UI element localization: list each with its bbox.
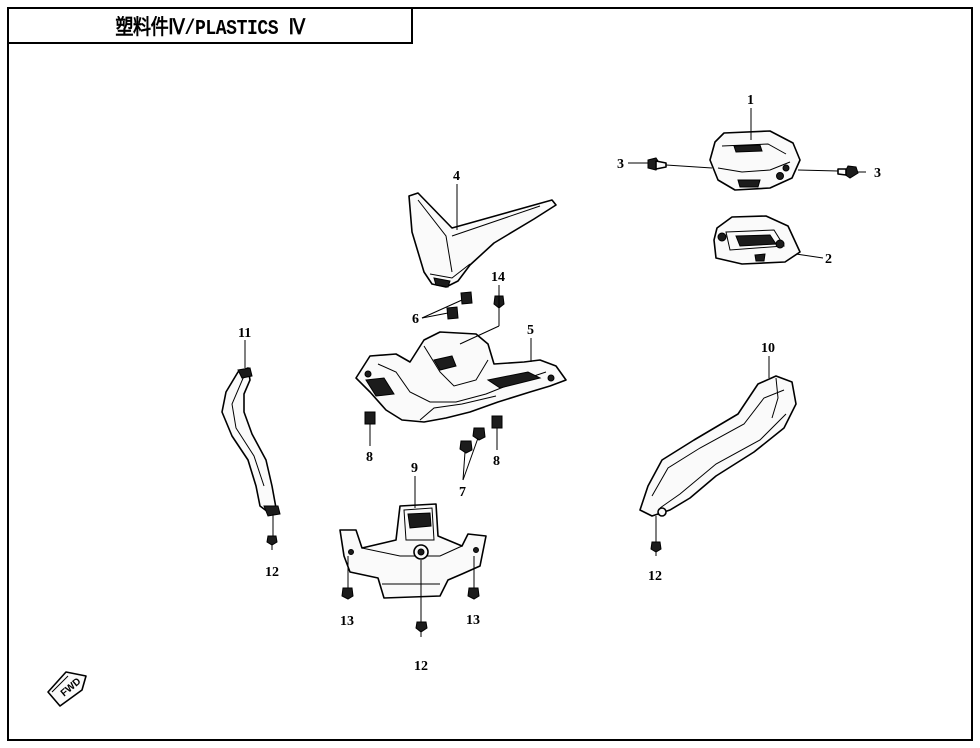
callout-8-right: 8 (493, 454, 500, 469)
callout-3-left: 3 (617, 157, 624, 172)
callout-14: 14 (491, 270, 505, 285)
forward-arrow-icon: FWD (47, 671, 87, 707)
diagram-frame (7, 7, 973, 741)
part-8-nut-left (364, 411, 376, 425)
part-7-clip-a (472, 427, 486, 441)
callout-10: 10 (761, 341, 775, 356)
part-12-screw-center (415, 621, 428, 637)
callout-13-left: 13 (340, 614, 354, 629)
callout-3-right: 3 (874, 166, 881, 181)
callout-2: 2 (825, 252, 832, 267)
part-8-nut-right (491, 415, 503, 429)
title-box: 塑料件Ⅳ/PLASTICS Ⅳ (7, 7, 413, 44)
callout-9: 9 (411, 461, 418, 476)
part-6-nut-upper (460, 291, 473, 305)
part-12-screw-left (266, 535, 278, 550)
callout-4: 4 (453, 169, 460, 184)
part-11-side-trim (221, 367, 281, 517)
callout-6: 6 (412, 312, 419, 327)
leader-lines (244, 108, 866, 622)
diagram-title: 塑料件Ⅳ/PLASTICS Ⅳ (115, 17, 305, 41)
callout-13-right: 13 (466, 613, 480, 628)
part-6-nut-lower (446, 306, 459, 320)
callout-11: 11 (238, 326, 251, 341)
callout-1: 1 (747, 93, 754, 108)
part-3-rivet-right (837, 165, 859, 179)
callout-12-left: 12 (265, 565, 279, 580)
part-1-instrument-housing (709, 130, 801, 191)
callout-5: 5 (527, 323, 534, 338)
part-5-dash-panel (355, 331, 567, 423)
callout-12-center: 12 (414, 659, 428, 674)
part-3-rivet-left (647, 157, 667, 171)
part-10-side-duct (639, 375, 797, 517)
part-13-clip-right (467, 587, 480, 600)
callout-7: 7 (459, 485, 466, 500)
part-9-lower-cover (339, 503, 487, 599)
callout-12-right: 12 (648, 569, 662, 584)
part-2-housing-bracket (713, 215, 801, 265)
part-13-clip-left (341, 587, 354, 600)
part-12-screw-right (650, 541, 662, 556)
part-4-front-cover (408, 192, 557, 288)
part-7-clip-b (459, 440, 473, 454)
callout-8-left: 8 (366, 450, 373, 465)
